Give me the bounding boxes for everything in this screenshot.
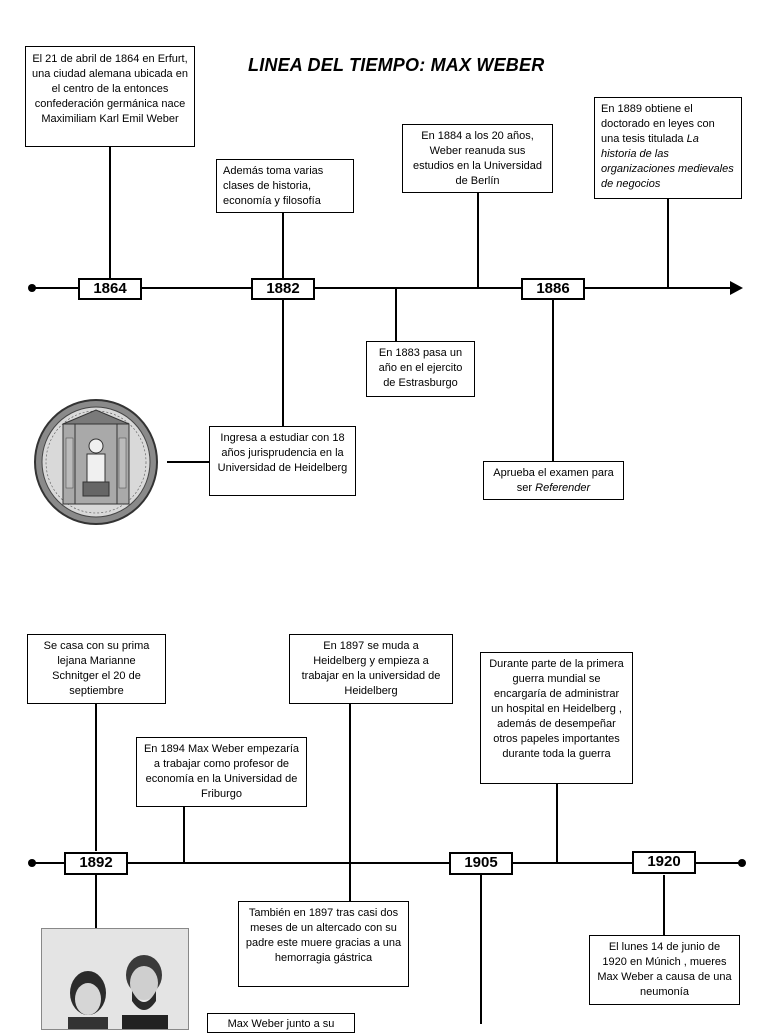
connector-friburgo xyxy=(183,806,185,863)
connector-hospital xyxy=(556,783,558,863)
photo-caption: Max Weber junto a su xyxy=(207,1013,355,1033)
event-heidelberg-work: En 1897 se muda a Heidelberg y empieza a… xyxy=(289,634,453,704)
year-1864: 1864 xyxy=(78,278,142,300)
connector-1905-down xyxy=(480,875,482,1024)
doctorate-text: En 1889 obtiene el doctorado en leyes co… xyxy=(601,103,715,145)
event-death: El lunes 14 de junio de 1920 en Múnich ,… xyxy=(589,935,740,1005)
exam-referender: Referender xyxy=(535,482,591,494)
connector-photo xyxy=(95,875,97,928)
connector-death xyxy=(663,875,665,935)
timeline-end-dot-2 xyxy=(738,859,746,867)
connector-exam xyxy=(552,300,554,461)
connector-marriage xyxy=(95,703,97,851)
connector-doctorate xyxy=(667,198,669,287)
timeline-axis-2 xyxy=(32,862,742,864)
event-berlin: En 1884 a los 20 años, Weber reanuda sus… xyxy=(402,124,553,193)
year-1892: 1892 xyxy=(64,852,128,875)
event-marriage: Se casa con su prima lejana Marianne Sch… xyxy=(27,634,166,704)
page-title: LINEA DEL TIEMPO: MAX WEBER xyxy=(248,55,545,75)
timeline-start-dot-2 xyxy=(28,859,36,867)
timeline-start-dot-1 xyxy=(28,284,36,292)
year-1882: 1882 xyxy=(251,278,315,300)
event-doctorate: En 1889 obtiene el doctorado en leyes co… xyxy=(594,97,742,199)
year-1886: 1886 xyxy=(521,278,585,300)
connector-berlin xyxy=(477,192,479,287)
year-1920: 1920 xyxy=(632,851,696,874)
weber-couple-photo xyxy=(41,928,189,1030)
connector-army xyxy=(395,289,397,341)
year-1905: 1905 xyxy=(449,852,513,875)
event-father: También en 1897 tras casi dos meses de u… xyxy=(238,901,409,987)
event-exam: Aprueba el examen para ser Referender xyxy=(483,461,624,500)
connector-birth xyxy=(109,146,111,287)
event-heidelberg-study: Ingresa a estudiar con 18 años jurisprud… xyxy=(209,426,356,496)
exam-text: Aprueba el examen para ser xyxy=(493,467,614,494)
connector-heidelberg-study xyxy=(282,300,284,426)
event-hospital: Durante parte de la primera guerra mundi… xyxy=(480,652,633,784)
event-army: En 1883 pasa un año en el ejercito de Es… xyxy=(366,341,475,397)
timeline-axis-1 xyxy=(32,287,732,289)
connector-classes xyxy=(282,212,284,287)
timeline-arrow-1 xyxy=(730,281,743,295)
university-seal-image xyxy=(34,399,158,525)
doctorate-thesis-title: La historia de las organizaciones mediev… xyxy=(601,133,734,190)
connector-seal xyxy=(167,461,209,463)
event-classes: Además toma varias clases de historia, e… xyxy=(216,159,354,213)
event-friburgo: En 1894 Max Weber empezaría a trabajar c… xyxy=(136,737,307,807)
connector-heidelberg-work xyxy=(349,703,351,901)
event-birth: El 21 de abril de 1864 en Erfurt, una ci… xyxy=(25,46,195,147)
